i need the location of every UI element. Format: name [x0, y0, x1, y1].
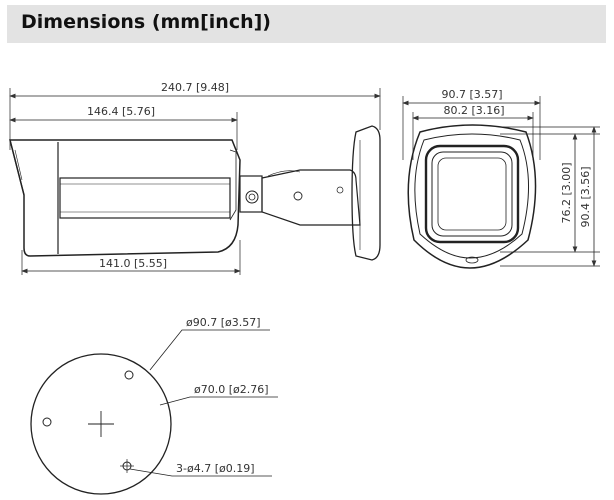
camera-body-outline: [9, 139, 241, 257]
outer-diameter-label: ø90.7 [ø3.57]: [186, 316, 261, 329]
holes-label: 3-ø4.7 [ø0.19]: [176, 462, 255, 475]
body-length-label: 146.4 [5.76]: [87, 105, 155, 118]
side-view: [9, 88, 381, 275]
section-title: Dimensions (mm[inch]): [21, 11, 271, 33]
hole-circle-leader: [159, 396, 278, 406]
mount-view: [30, 329, 278, 495]
section-header: Dimensions (mm[inch]): [7, 5, 606, 43]
lens-window: [424, 144, 520, 244]
outer-diameter-leader: [149, 329, 270, 371]
inner-height-label: 76.2 [3.00]: [560, 162, 573, 223]
front-view: [402, 96, 600, 269]
outer-width-label: 90.7 [3.57]: [441, 88, 502, 101]
mount-arm: [261, 169, 361, 226]
front-housing-outline: [407, 124, 537, 269]
inner-width-label: 80.2 [3.16]: [443, 104, 504, 117]
mount-hole: [124, 370, 134, 380]
outer-height-label: 90.4 [3.56]: [579, 166, 592, 227]
sun-shield-band: [59, 177, 231, 219]
mount-base: [351, 125, 381, 261]
mount-hole: [42, 417, 52, 427]
total-length-label: 240.7 [9.48]: [161, 81, 229, 94]
hole-circle-label: ø70.0 [ø2.76]: [194, 383, 269, 396]
holes-leader: [129, 468, 272, 477]
mount-outer-circle: [30, 353, 172, 495]
base-length-label: 141.0 [5.55]: [99, 257, 167, 270]
